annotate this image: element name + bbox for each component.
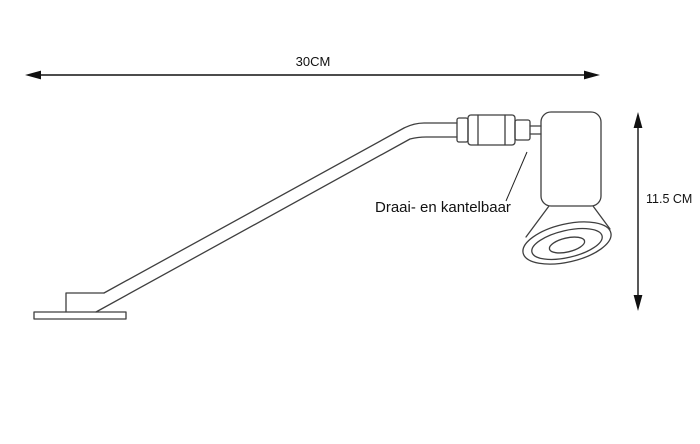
- height-dimension-label: 11.5 CM: [646, 192, 692, 206]
- lamp-base-bracket: [65, 292, 105, 313]
- height-arrowhead-bottom-icon: [633, 295, 643, 311]
- lamp-head-housing: [540, 111, 602, 207]
- width-arrowhead-left-icon: [25, 70, 41, 80]
- lamp-cone-left-edge: [525, 205, 550, 238]
- lamp-lens-outer-rim: [522, 221, 612, 265]
- annotation-group: Draai- en kantelbaar: [375, 151, 528, 216]
- lamp-arm-bottom-edge: [95, 136, 458, 313]
- height-dimension: 11.5 CM: [633, 112, 692, 311]
- swivel-annotation-label: Draai- en kantelbaar: [375, 199, 511, 216]
- lamp-arm-top-edge: [103, 122, 458, 294]
- annotation-leader-line: [505, 151, 528, 202]
- lamp-cone-right-edge: [592, 205, 611, 230]
- lamp-collar-ring: [456, 117, 469, 143]
- lamp-base-plate: [33, 311, 127, 320]
- lamp-lens-inner-rim: [531, 227, 603, 261]
- lamp-swivel-joint: [514, 119, 531, 141]
- lamp-bulb-center: [548, 236, 586, 254]
- lamp-clamp-cylinder: [467, 114, 516, 146]
- lamp-drawing: [33, 111, 612, 320]
- width-arrowhead-right-icon: [584, 70, 600, 80]
- width-dimension-label: 30CM: [296, 54, 331, 69]
- height-arrowhead-top-icon: [633, 112, 643, 128]
- width-dimension: 30CM: [25, 54, 600, 80]
